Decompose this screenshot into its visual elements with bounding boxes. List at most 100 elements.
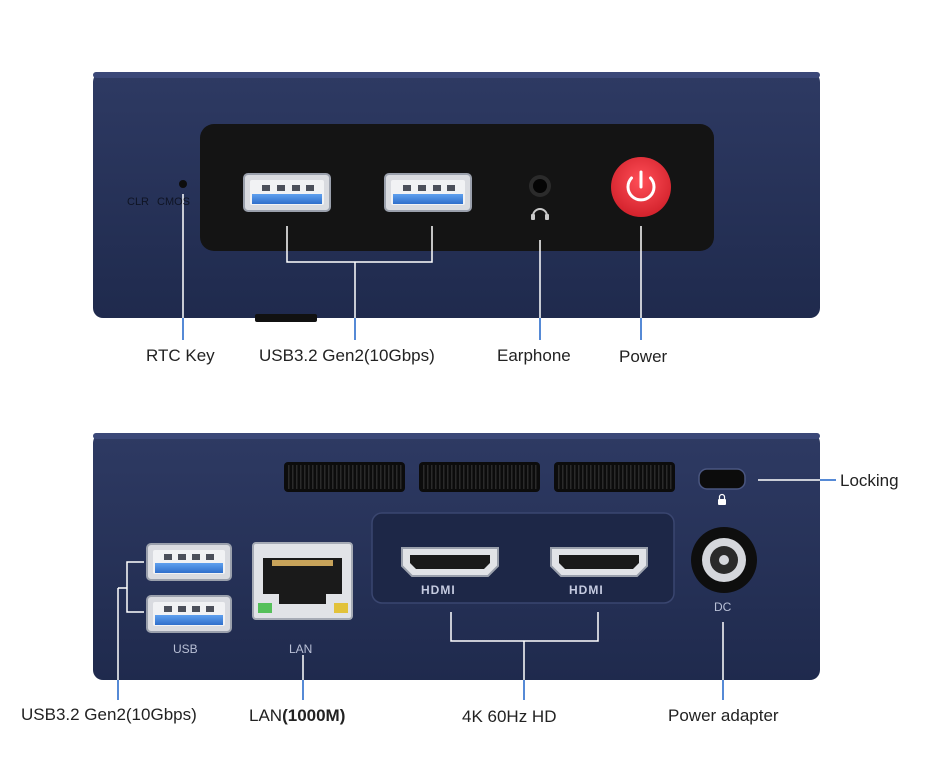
front-foot-left	[255, 314, 317, 322]
vent-slat	[658, 465, 660, 489]
vent-slat	[479, 465, 481, 489]
vent-slat	[531, 465, 533, 489]
label-rear-usb: USB3.2 Gen2(10Gbps)	[21, 705, 197, 724]
vent-slat	[376, 465, 378, 489]
vent-slat	[519, 465, 521, 489]
hdmi-panel	[371, 512, 675, 604]
vent-slat	[586, 465, 588, 489]
power-button	[611, 157, 671, 217]
vent-slat	[439, 465, 441, 489]
vent-slat	[606, 465, 608, 489]
vent-slat	[535, 465, 537, 489]
vent-slat	[566, 465, 568, 489]
lan-text: LAN	[289, 642, 313, 656]
hdmi-logo-2: HDMI	[569, 583, 604, 597]
vent-slat	[666, 465, 668, 489]
vent-slat	[352, 465, 354, 489]
label-lan-prefix: LAN	[249, 706, 283, 725]
power-icon	[626, 170, 656, 202]
vent-slat	[364, 465, 366, 489]
vent-slat	[400, 465, 402, 489]
label-lan: LAN(1000M)	[249, 706, 345, 726]
front-unit	[93, 72, 820, 340]
usb-text: USB	[173, 642, 198, 656]
hdmi-port-2	[550, 547, 648, 577]
vent-slat	[316, 465, 318, 489]
label-hdmi: 4K 60Hz HD	[462, 707, 557, 726]
vent-slat	[328, 465, 330, 489]
vent-slat	[515, 465, 517, 489]
vent-slat	[590, 465, 592, 489]
vent-slat	[582, 465, 584, 489]
vent-slat	[503, 465, 505, 489]
vent-slat	[423, 465, 425, 489]
clr-text: CLR	[127, 196, 150, 208]
vent-stripes	[288, 465, 672, 489]
vent-slat	[447, 465, 449, 489]
dc-jack	[691, 527, 757, 593]
rear-chassis-top-edge	[93, 433, 820, 439]
vent-slat	[499, 465, 501, 489]
vent-slat	[296, 465, 298, 489]
front-leader-lines	[182, 194, 642, 318]
cmos-hole	[179, 180, 187, 188]
vent-slat	[463, 465, 465, 489]
vent-slat	[495, 465, 497, 489]
vent-slat	[356, 465, 358, 489]
vent-slat	[634, 465, 636, 489]
label-front-usb: USB3.2 Gen2(10Gbps)	[259, 346, 435, 365]
vent-slat	[384, 465, 386, 489]
vent-slat	[435, 465, 437, 489]
vent-slat	[558, 465, 560, 489]
vent-slat	[570, 465, 572, 489]
lock-slot	[698, 468, 746, 490]
label-rtc-key: RTC Key	[146, 346, 215, 365]
vent-slat	[360, 465, 362, 489]
vent-slat	[312, 465, 314, 489]
front-chassis-top-edge	[93, 72, 820, 78]
vent-slat	[475, 465, 477, 489]
lan-port	[252, 542, 353, 620]
rear-unit	[93, 433, 836, 700]
vent-slat	[630, 465, 632, 489]
vent-slat	[336, 465, 338, 489]
vent-slat	[646, 465, 648, 489]
cmos-text: CMOS	[157, 196, 190, 208]
vent-slat	[574, 465, 576, 489]
label-lan-suffix: (1000M)	[282, 706, 346, 725]
vent-slat	[527, 465, 529, 489]
label-power: Power	[619, 347, 668, 366]
label-locking: Locking	[840, 471, 899, 490]
vent-slat	[455, 465, 457, 489]
vent-slat	[523, 465, 525, 489]
vent-slat	[471, 465, 473, 489]
vent-slat	[344, 465, 346, 489]
rear-usb-port-1	[146, 543, 232, 581]
hdmi-logo-1: HDMI	[421, 583, 456, 597]
vent-slat	[396, 465, 398, 489]
vent-slat	[618, 465, 620, 489]
headphone-icon	[531, 208, 549, 220]
vent-slat	[638, 465, 640, 489]
rear-usb-port-2	[146, 595, 232, 633]
rear-leader-lines-outside	[117, 479, 836, 700]
vent-slat	[459, 465, 461, 489]
vent-slat	[483, 465, 485, 489]
rear-leader-lines	[117, 479, 820, 680]
vent-slat	[562, 465, 564, 489]
vent-slat	[388, 465, 390, 489]
vent-slat	[507, 465, 509, 489]
vent-slat	[372, 465, 374, 489]
lock-icon	[718, 493, 726, 505]
vent-slat	[594, 465, 596, 489]
label-earphone: Earphone	[497, 346, 571, 365]
front-leader-lines-below	[182, 318, 642, 340]
vent-slat	[324, 465, 326, 489]
vent-slat	[368, 465, 370, 489]
vent-slat	[332, 465, 334, 489]
vent-slat	[487, 465, 489, 489]
vent-slat	[578, 465, 580, 489]
hdmi-port-1	[401, 547, 499, 577]
vent-slat	[654, 465, 656, 489]
vent-slat	[598, 465, 600, 489]
